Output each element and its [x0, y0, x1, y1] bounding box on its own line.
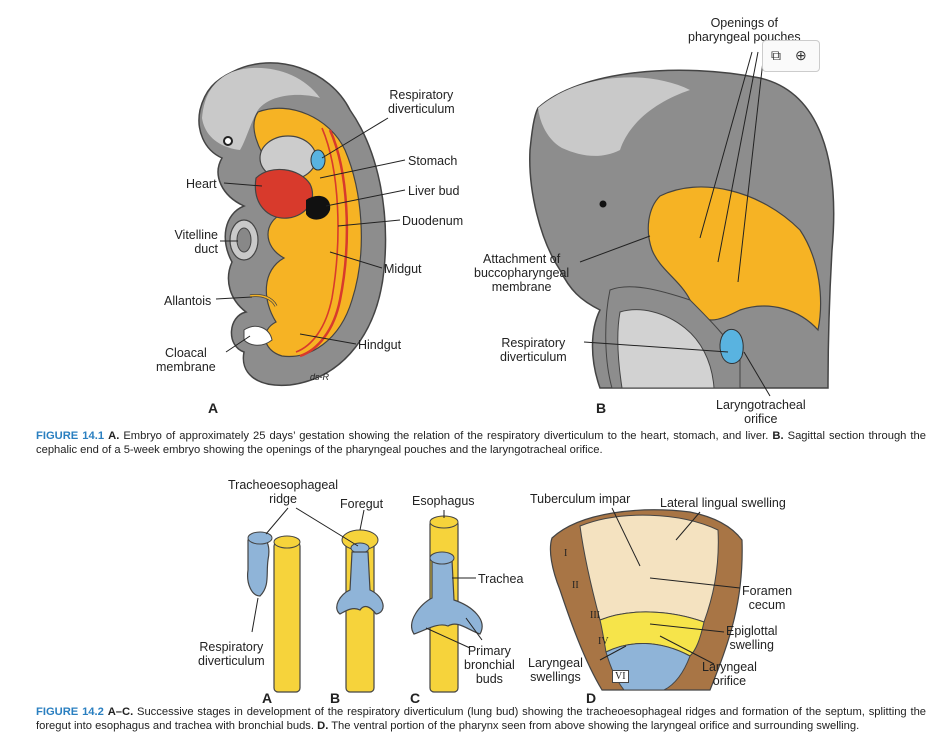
epiglottal-swelling-label: Epiglottal swelling [726, 624, 778, 652]
leader-lines-fig1b [579, 51, 771, 397]
cloacal-membrane-label: Cloacal membrane [156, 346, 216, 374]
esophagus-label: Esophagus [412, 494, 475, 508]
arch-numeral-4: IV [598, 636, 609, 647]
liver-bud-label: Liver bud [408, 184, 460, 198]
laryngeal-swellings-label: Laryngeal swellings [528, 656, 583, 684]
panel-2b-label: B [330, 690, 341, 706]
primary-bronchial-buds-label: Primary bronchial buds [464, 644, 515, 686]
tube-stage-b [336, 529, 384, 693]
arch-numeral-1: I [564, 548, 568, 559]
embryo-25-days [198, 62, 387, 387]
caption2-text-b: The ventral portion of the pharynx seen … [328, 719, 860, 732]
foramen-cecum-label: Foramen cecum [742, 584, 793, 612]
caption2-part-a: A–C. [107, 706, 134, 718]
image-toolbar[interactable]: ⧉ ⊕ [762, 40, 820, 72]
leader-lines-fig2abc [251, 507, 483, 649]
figure-14-1-caption: FIGURE 14.1 A. Embryo of approximately 2… [36, 430, 926, 457]
copy-icon[interactable]: ⧉ [771, 47, 781, 63]
figure-number-2: FIGURE 14.2 [36, 706, 104, 718]
arch-numeral-2: II [572, 580, 579, 591]
arch-numeral-6: VI [612, 670, 629, 683]
panel-2c-label: C [410, 690, 421, 706]
zoom-in-icon[interactable]: ⊕ [795, 47, 807, 63]
panel-2d-label: D [586, 690, 597, 706]
trachea-label: Trachea [478, 572, 524, 586]
sagittal-section [529, 69, 835, 389]
resp-div-label-2a: Respiratory diverticulum [198, 640, 265, 668]
leader-lines-fig2d [599, 507, 741, 665]
panel-a-label: A [208, 400, 219, 416]
heart-label: Heart [186, 177, 217, 191]
artist-signature: ds-R [310, 372, 330, 382]
resp-div-label-b: Respiratory diverticulum [500, 336, 567, 364]
stomach-label: Stomach [408, 154, 458, 168]
panel-b-label: B [596, 400, 607, 416]
laryngeal-orifice-label: Laryngeal orifice [702, 660, 757, 688]
figure-14-2-caption: FIGURE 14.2 A–C. Successive stages in de… [36, 706, 926, 733]
attachment-label: Attachment of buccopharyngeal membrane [474, 252, 570, 294]
panel-2a-label: A [262, 690, 273, 706]
caption2-text-a: Successive stages in development of the … [36, 706, 927, 732]
caption-text-a: Embryo of approximately 25 days’ gestati… [119, 430, 773, 442]
foregut-label: Foregut [340, 497, 384, 511]
figure-number: FIGURE 14.1 [36, 430, 105, 442]
allantois-label: Allantois [164, 294, 212, 308]
tube-stage-a [247, 531, 301, 693]
laryngotracheal-label: Laryngotracheal orifice [716, 398, 806, 426]
tracheoesophageal-ridge-label: Tracheoesophageal ridge [228, 478, 339, 506]
lateral-lingual-label: Lateral lingual swelling [660, 496, 786, 510]
arch-numeral-3: III [590, 610, 600, 621]
resp-div-label-a: Respiratory diverticulum [388, 88, 455, 116]
leader-lines-fig1a [215, 117, 406, 353]
duodenum-label: Duodenum [402, 214, 464, 228]
hindgut-label: Hindgut [358, 338, 402, 352]
tuberculum-impar-label: Tuberculum impar [530, 492, 631, 506]
caption2-part-b: D. [317, 719, 329, 732]
midgut-label: Midgut [384, 262, 422, 276]
caption-text-b: Sagittal section through the cephalic en… [36, 430, 926, 456]
caption-part-a: A. [108, 430, 120, 442]
caption-part-b: B. [772, 430, 784, 442]
vitelline-duct-label: Vitelline duct [174, 228, 218, 256]
